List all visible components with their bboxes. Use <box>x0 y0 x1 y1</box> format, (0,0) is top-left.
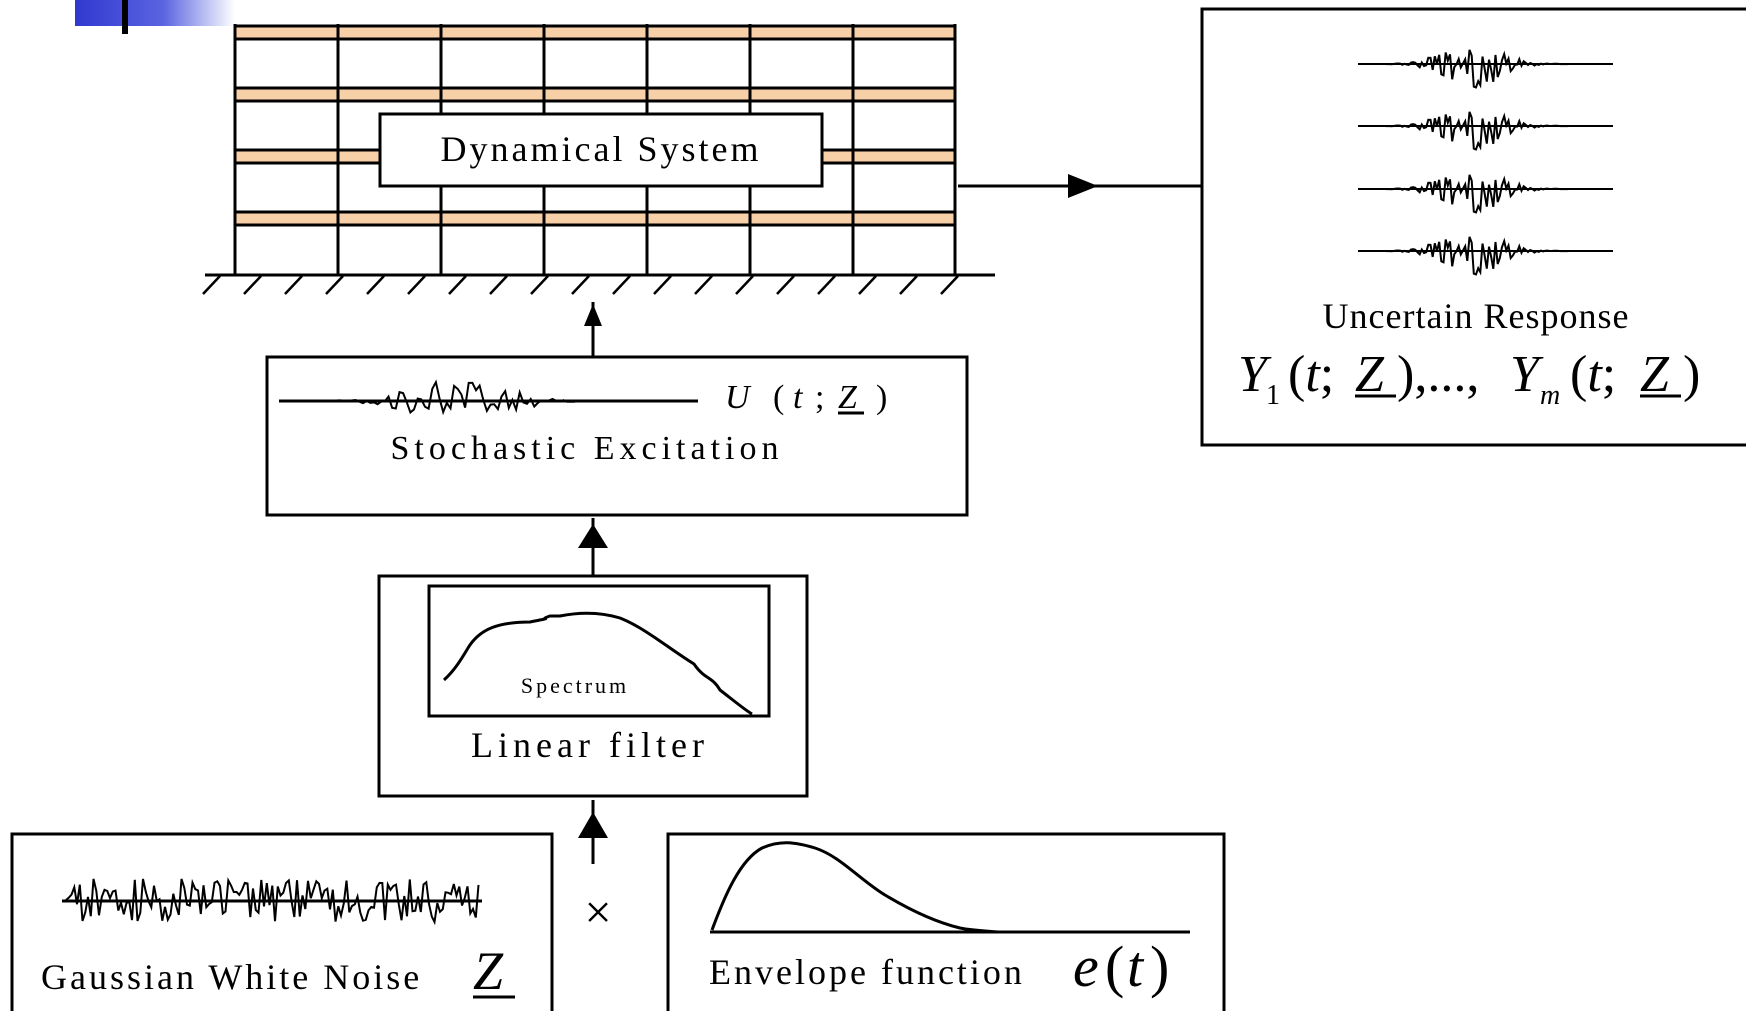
dynamical-system-box: Dynamical System <box>378 112 824 188</box>
svg-text:;: ; <box>815 379 824 416</box>
spectrum-label: Spectrum <box>521 673 629 698</box>
response-waveform <box>1384 111 1580 151</box>
slide-corner-decoration <box>75 0 235 34</box>
response-waveform <box>1384 49 1580 89</box>
svg-text:t: t <box>1127 934 1145 999</box>
linear-filter-box: Spectrum Linear filter <box>377 574 809 798</box>
svg-text:(t;: (t; <box>1570 346 1616 403</box>
uncertain-response-box: Uncertain Response Y 1 (t; Z ),..., Y m … <box>1200 7 1746 447</box>
gaussian-white-noise-label: Gaussian White Noise <box>41 957 422 997</box>
spectrum-panel <box>427 584 771 718</box>
response-waveform <box>1384 174 1580 214</box>
svg-text:U: U <box>725 379 752 416</box>
svg-text:(: ( <box>1105 934 1124 999</box>
arrow-inputs-to-filter <box>578 800 608 864</box>
svg-text:): ) <box>1683 346 1700 403</box>
svg-text:Y: Y <box>1238 346 1272 403</box>
excitation-formula: U ( t ; Z ) <box>725 379 887 416</box>
svg-text:): ) <box>1150 934 1169 999</box>
arrow-excitation-to-system <box>584 302 602 356</box>
uncertain-response-label: Uncertain Response <box>1323 296 1630 336</box>
gaussian-white-noise-box: Gaussian White Noise Z <box>10 832 554 1011</box>
svg-text:(: ( <box>773 379 784 416</box>
svg-text:t: t <box>793 379 804 416</box>
svg-text:1: 1 <box>1266 380 1280 411</box>
arrow-to-response <box>958 174 1202 198</box>
stochastic-excitation-box: U ( t ; Z ) Stochastic Excitation <box>265 355 969 517</box>
response-waveform <box>1384 236 1580 276</box>
multiply-operator: × <box>584 886 611 939</box>
svg-text:),...,: ),..., <box>1397 346 1479 403</box>
noise-symbol: Z <box>473 941 504 1001</box>
svg-text:Y: Y <box>1510 346 1544 403</box>
ground-hatch <box>202 275 959 295</box>
svg-text:m: m <box>1540 380 1560 411</box>
svg-text:(t;: (t; <box>1288 346 1334 403</box>
arrow-filter-to-excitation <box>578 518 608 576</box>
excitation-waveform <box>312 379 640 416</box>
svg-text:Z: Z <box>1355 346 1385 403</box>
spectrum-curve <box>442 611 753 716</box>
svg-text:Z: Z <box>1640 346 1670 403</box>
envelope-symbol: e <box>1073 934 1099 999</box>
svg-text:): ) <box>876 379 887 416</box>
dynamical-system-label: Dynamical System <box>441 129 762 169</box>
stochastic-excitation-label: Stochastic Excitation <box>391 430 784 467</box>
envelope-function-label: Envelope function <box>709 952 1025 992</box>
white-noise-waveform <box>65 877 480 926</box>
linear-filter-label: Linear filter <box>471 725 709 765</box>
response-formula: Y 1 (t; Z ),..., Y m (t; Z ) <box>1238 346 1700 411</box>
response-waveforms <box>1358 49 1613 276</box>
envelope-function-box: Envelope function e ( t ) <box>666 832 1226 1011</box>
envelope-curve <box>710 841 999 934</box>
svg-text:Z: Z <box>838 379 858 416</box>
